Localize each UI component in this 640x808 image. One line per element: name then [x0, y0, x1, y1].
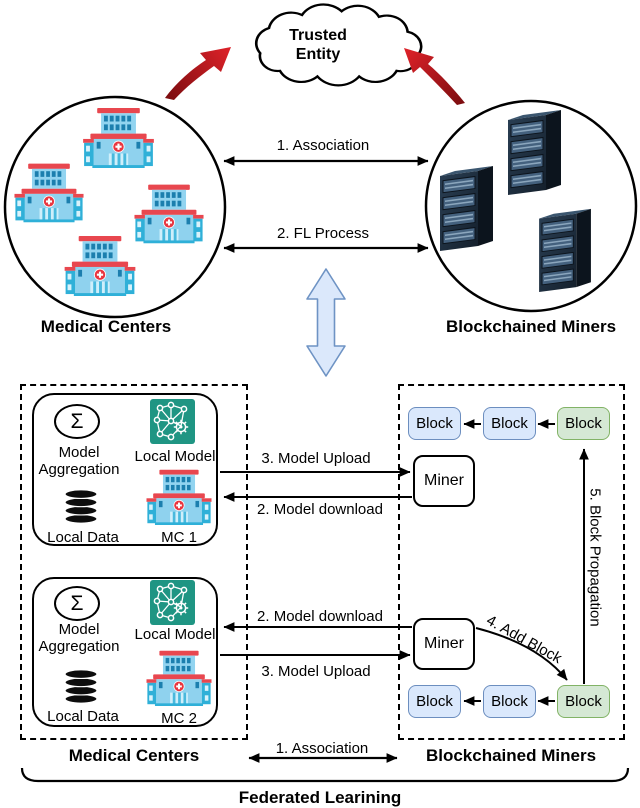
- block-label: Block: [491, 693, 528, 710]
- block-box: Block: [483, 407, 536, 440]
- mc1-local-model-label: Local Model: [134, 448, 216, 465]
- hospital-icon: [83, 107, 154, 168]
- block-label: Block: [565, 415, 602, 432]
- sigma-aggregation-icon: Σ: [54, 404, 100, 439]
- blockchained-miners-top-label: Blockchained Miners: [445, 317, 617, 336]
- hospital-icon: [64, 235, 136, 296]
- blockchained-miners-circle: [424, 99, 638, 313]
- mc2-name-label: MC 2: [161, 710, 197, 727]
- sigma-symbol: Σ: [70, 591, 84, 615]
- sync-double-arrow: [306, 268, 346, 377]
- mc2-model-upload-label: 3. Model Upload: [261, 663, 371, 680]
- association-top-arrow-label: 1. Association: [276, 137, 370, 154]
- mc2-local-data-label: Local Data: [47, 708, 119, 725]
- hospital-icon: [134, 184, 204, 244]
- block-box: Block: [557, 685, 610, 718]
- mc2-model-download-label: 2. Model download: [257, 608, 383, 625]
- medical-centers-bottom-label: Medical Centers: [68, 746, 200, 765]
- mc1-name-label: MC 1: [161, 529, 197, 546]
- blockchained-miners-dashed-box: [398, 384, 625, 740]
- mc1-model-aggregation-label: Model Aggregation: [38, 444, 120, 478]
- block-label: Block: [491, 415, 528, 432]
- mc2-model-aggregation-label: Model Aggregation: [38, 621, 120, 655]
- server-rack-icon: [538, 208, 592, 292]
- mc2-local-model-label: Local Model: [134, 626, 216, 643]
- block-box: Block: [408, 407, 461, 440]
- association-bottom-arrow-label: 1. Association: [275, 740, 369, 757]
- sigma-aggregation-icon: Σ: [54, 586, 100, 621]
- federated-learning-bracket: [20, 767, 630, 783]
- red-curved-arrow-right: [404, 48, 465, 105]
- block-box: Block: [557, 407, 610, 440]
- red-curved-arrow-left: [165, 47, 231, 100]
- mc1-local-data-label: Local Data: [47, 529, 119, 546]
- block-box: Block: [483, 685, 536, 718]
- block-label: Block: [565, 693, 602, 710]
- block-propagation-arrow-label: 5. Block Propagation: [586, 488, 604, 627]
- medical-centers-dashed-box: [20, 384, 248, 740]
- block-box: Block: [408, 685, 461, 718]
- hospital-icon: [14, 163, 84, 223]
- block-label: Block: [416, 415, 453, 432]
- mc1-model-upload-label: 3. Model Upload: [261, 450, 371, 467]
- federated-learning-label: Federated Learining: [238, 788, 402, 807]
- miner2-box: Miner: [413, 618, 475, 670]
- trusted-entity-label: Trusted Entity: [289, 27, 347, 63]
- blockchained-miners-bottom-label: Blockchained Miners: [425, 746, 597, 765]
- mc1-model-download-label: 2. Model download: [257, 501, 383, 518]
- block-label: Block: [416, 693, 453, 710]
- medical-centers-top-label: Medical Centers: [40, 317, 172, 336]
- server-rack-icon: [507, 109, 562, 195]
- fl-process-arrow-label: 2. FL Process: [277, 225, 369, 242]
- sigma-symbol: Σ: [70, 409, 84, 433]
- miner2-label: Miner: [423, 635, 464, 652]
- miner1-box: Miner: [413, 455, 475, 507]
- miner1-label: Miner: [423, 472, 464, 489]
- medical-centers-circle: [3, 95, 227, 319]
- server-rack-icon: [439, 165, 494, 251]
